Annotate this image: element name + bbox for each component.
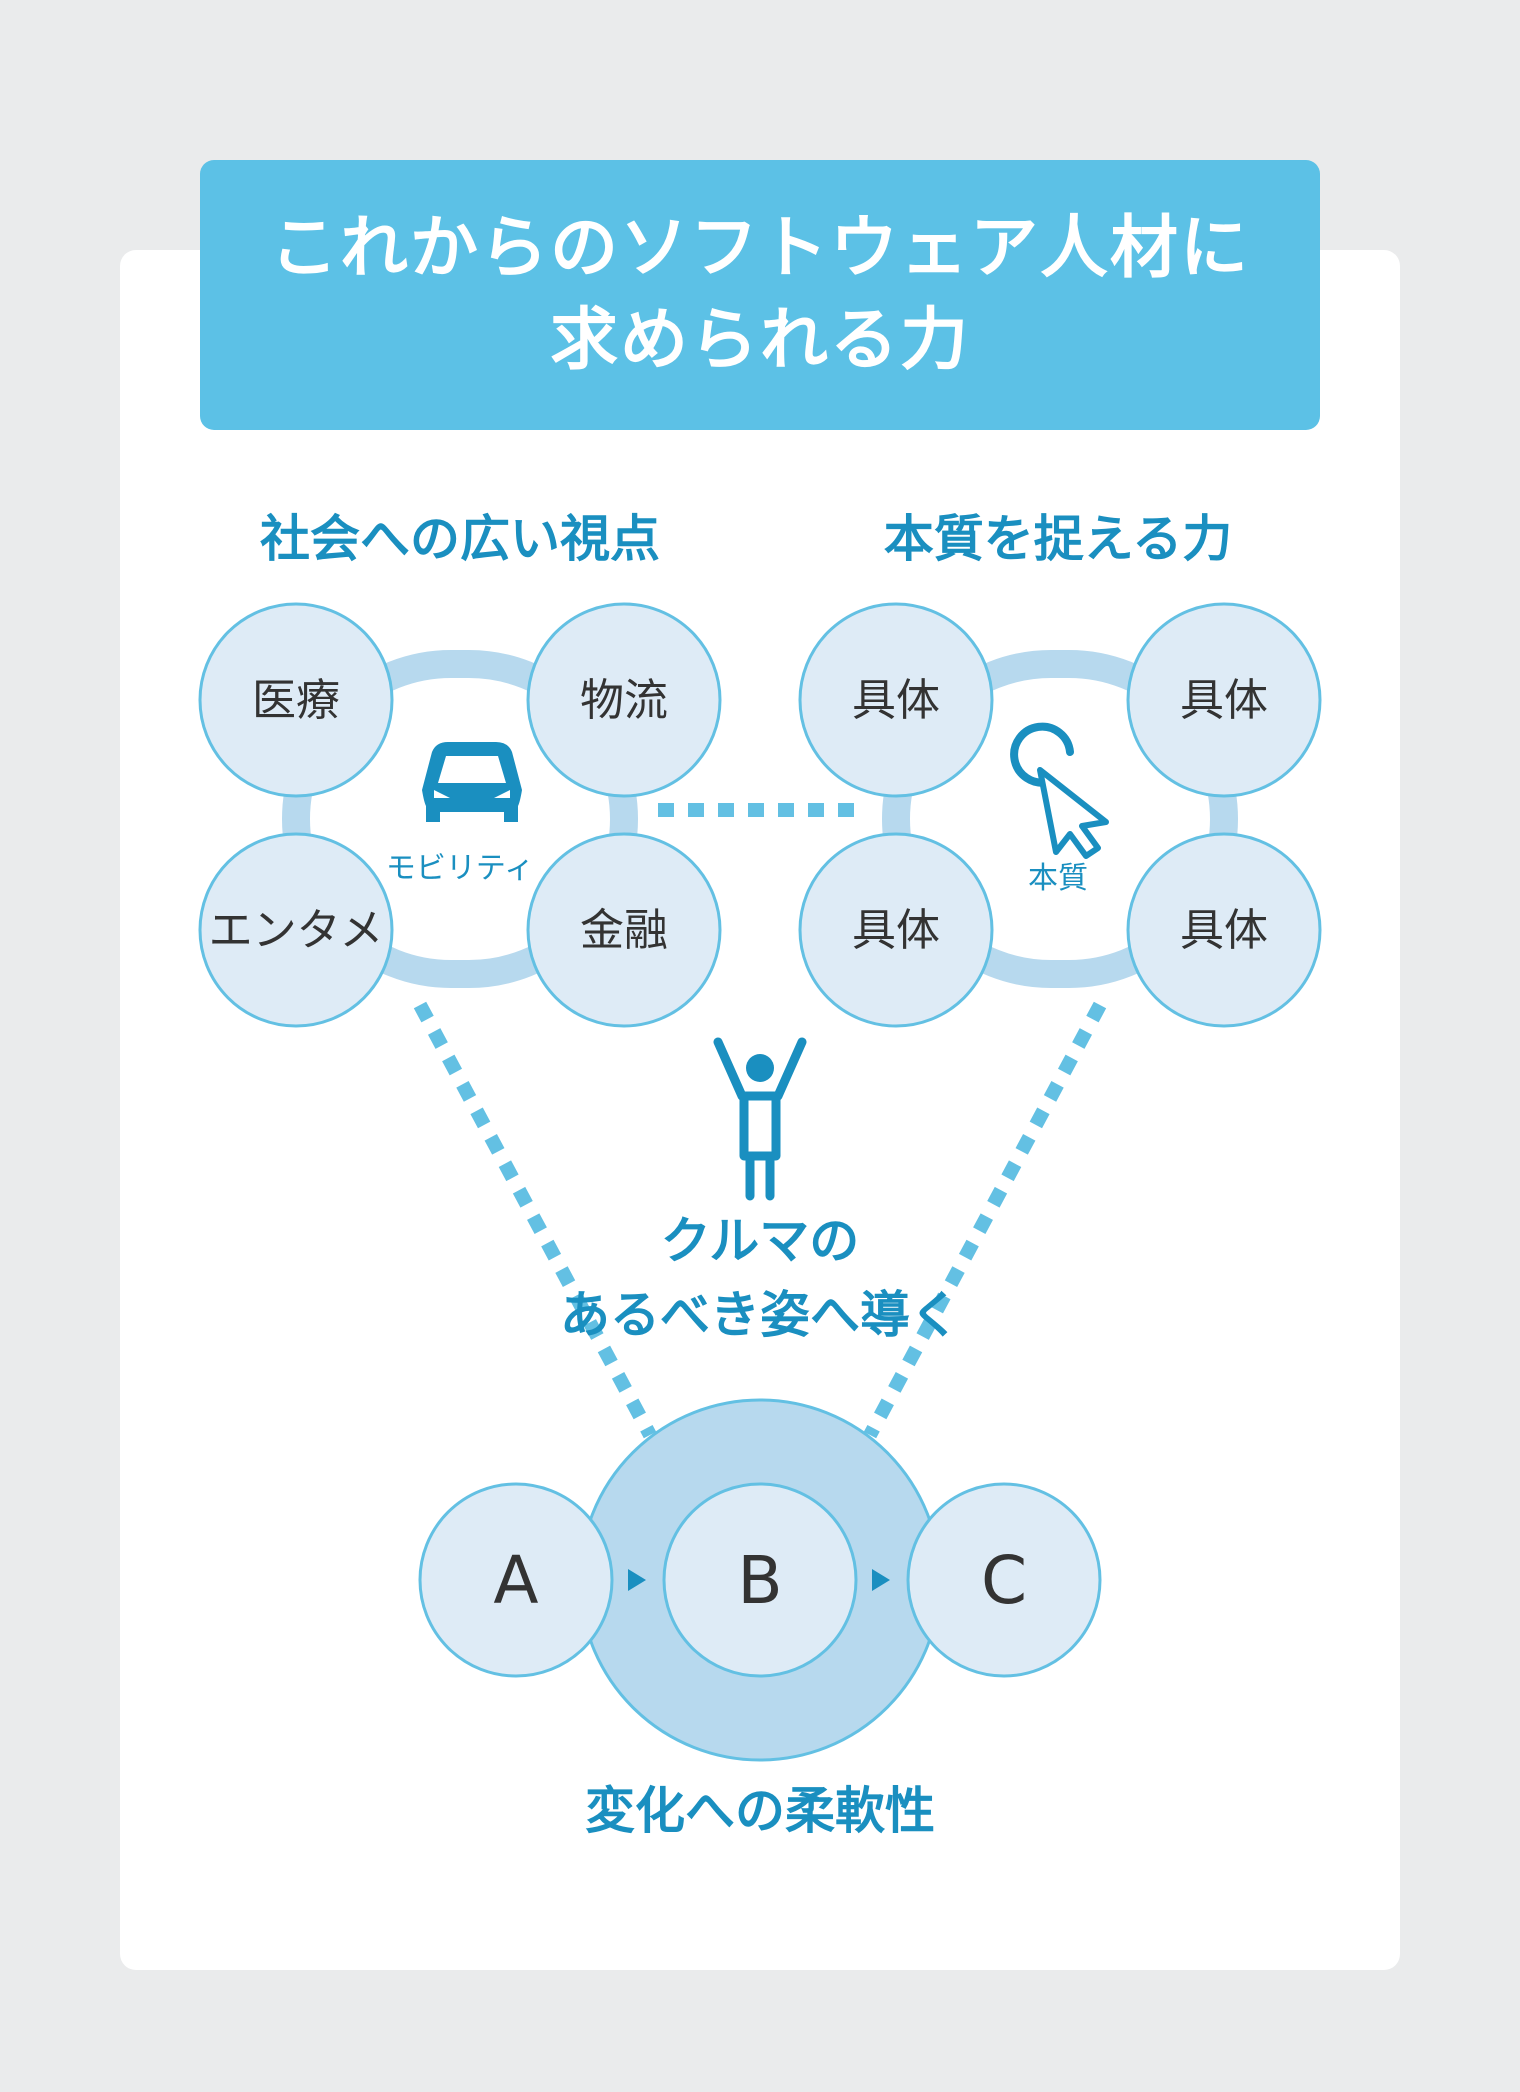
center-label-line-2: あるべき姿へ導く — [560, 1286, 960, 1344]
circle-concrete-4-label: 具体 — [1180, 905, 1268, 956]
arrow-b-to-c-icon — [872, 1569, 890, 1591]
circle-concrete-4: 具体 — [1126, 832, 1322, 1028]
dotted-connectors — [413, 803, 1107, 1439]
circle-concrete-2: 具体 — [1126, 602, 1322, 798]
title-line-1: これからのソフトウェア人材に — [269, 209, 1250, 288]
circle-concrete-2-label: 具体 — [1180, 675, 1268, 726]
circle-concrete-1: 具体 — [798, 602, 994, 798]
circle-c: C — [906, 1482, 1102, 1678]
right-ring — [882, 650, 1238, 988]
title-banner: これからのソフトウェア人材に 求められる力 — [200, 160, 1320, 430]
circle-medical-label: 医療 — [252, 675, 340, 726]
circle-a-label: A — [493, 1542, 538, 1619]
left-group-heading: 社会への広い視点 — [260, 510, 660, 568]
circle-logistics-label: 物流 — [580, 675, 668, 726]
right-group-heading: 本質を捉える力 — [884, 510, 1233, 568]
circle-concrete-3: 具体 — [798, 832, 994, 1028]
cursor-click-icon — [1010, 722, 1109, 859]
connector-right-bottom — [863, 1001, 1107, 1439]
left-group: 社会への広い視点 医療 物流 エンタメ 金融 モビリティ — [198, 510, 722, 1028]
circle-concrete-3-label: 具体 — [852, 905, 940, 956]
circle-entertainment-label: エンタメ — [209, 905, 384, 956]
circle-medical: 医療 — [198, 602, 394, 798]
circle-a: A — [418, 1482, 614, 1678]
circle-b: B — [662, 1482, 858, 1678]
title-line-2: 求められる力 — [549, 301, 970, 380]
page-title: これからのソフトウェア人材に 求められる力 — [270, 203, 1250, 387]
bottom-group: A B C 変化への柔軟性 — [418, 1398, 1102, 1840]
connector-left-bottom — [413, 1001, 657, 1439]
person-arms-raised-icon — [713, 1037, 807, 1201]
arrow-a-to-b-icon — [628, 1569, 646, 1591]
circle-b-label: B — [737, 1542, 782, 1619]
left-ring — [282, 650, 638, 988]
bottom-group-heading: 変化への柔軟性 — [585, 1782, 935, 1840]
car-icon — [422, 742, 522, 822]
right-group: 本質を捉える力 具体 具体 具体 具体 本質 — [798, 510, 1322, 1028]
essence-label: 本質 — [1028, 861, 1088, 896]
circle-finance: 金融 — [526, 832, 722, 1028]
center-label-line-1: クルマの — [661, 1212, 860, 1270]
circle-logistics: 物流 — [526, 602, 722, 798]
circle-finance-label: 金融 — [580, 905, 668, 956]
car-label: モビリティ — [386, 851, 534, 886]
circle-concrete-1-label: 具体 — [852, 675, 940, 726]
circle-c-label: C — [981, 1542, 1027, 1619]
circle-entertainment: エンタメ — [198, 832, 394, 1028]
